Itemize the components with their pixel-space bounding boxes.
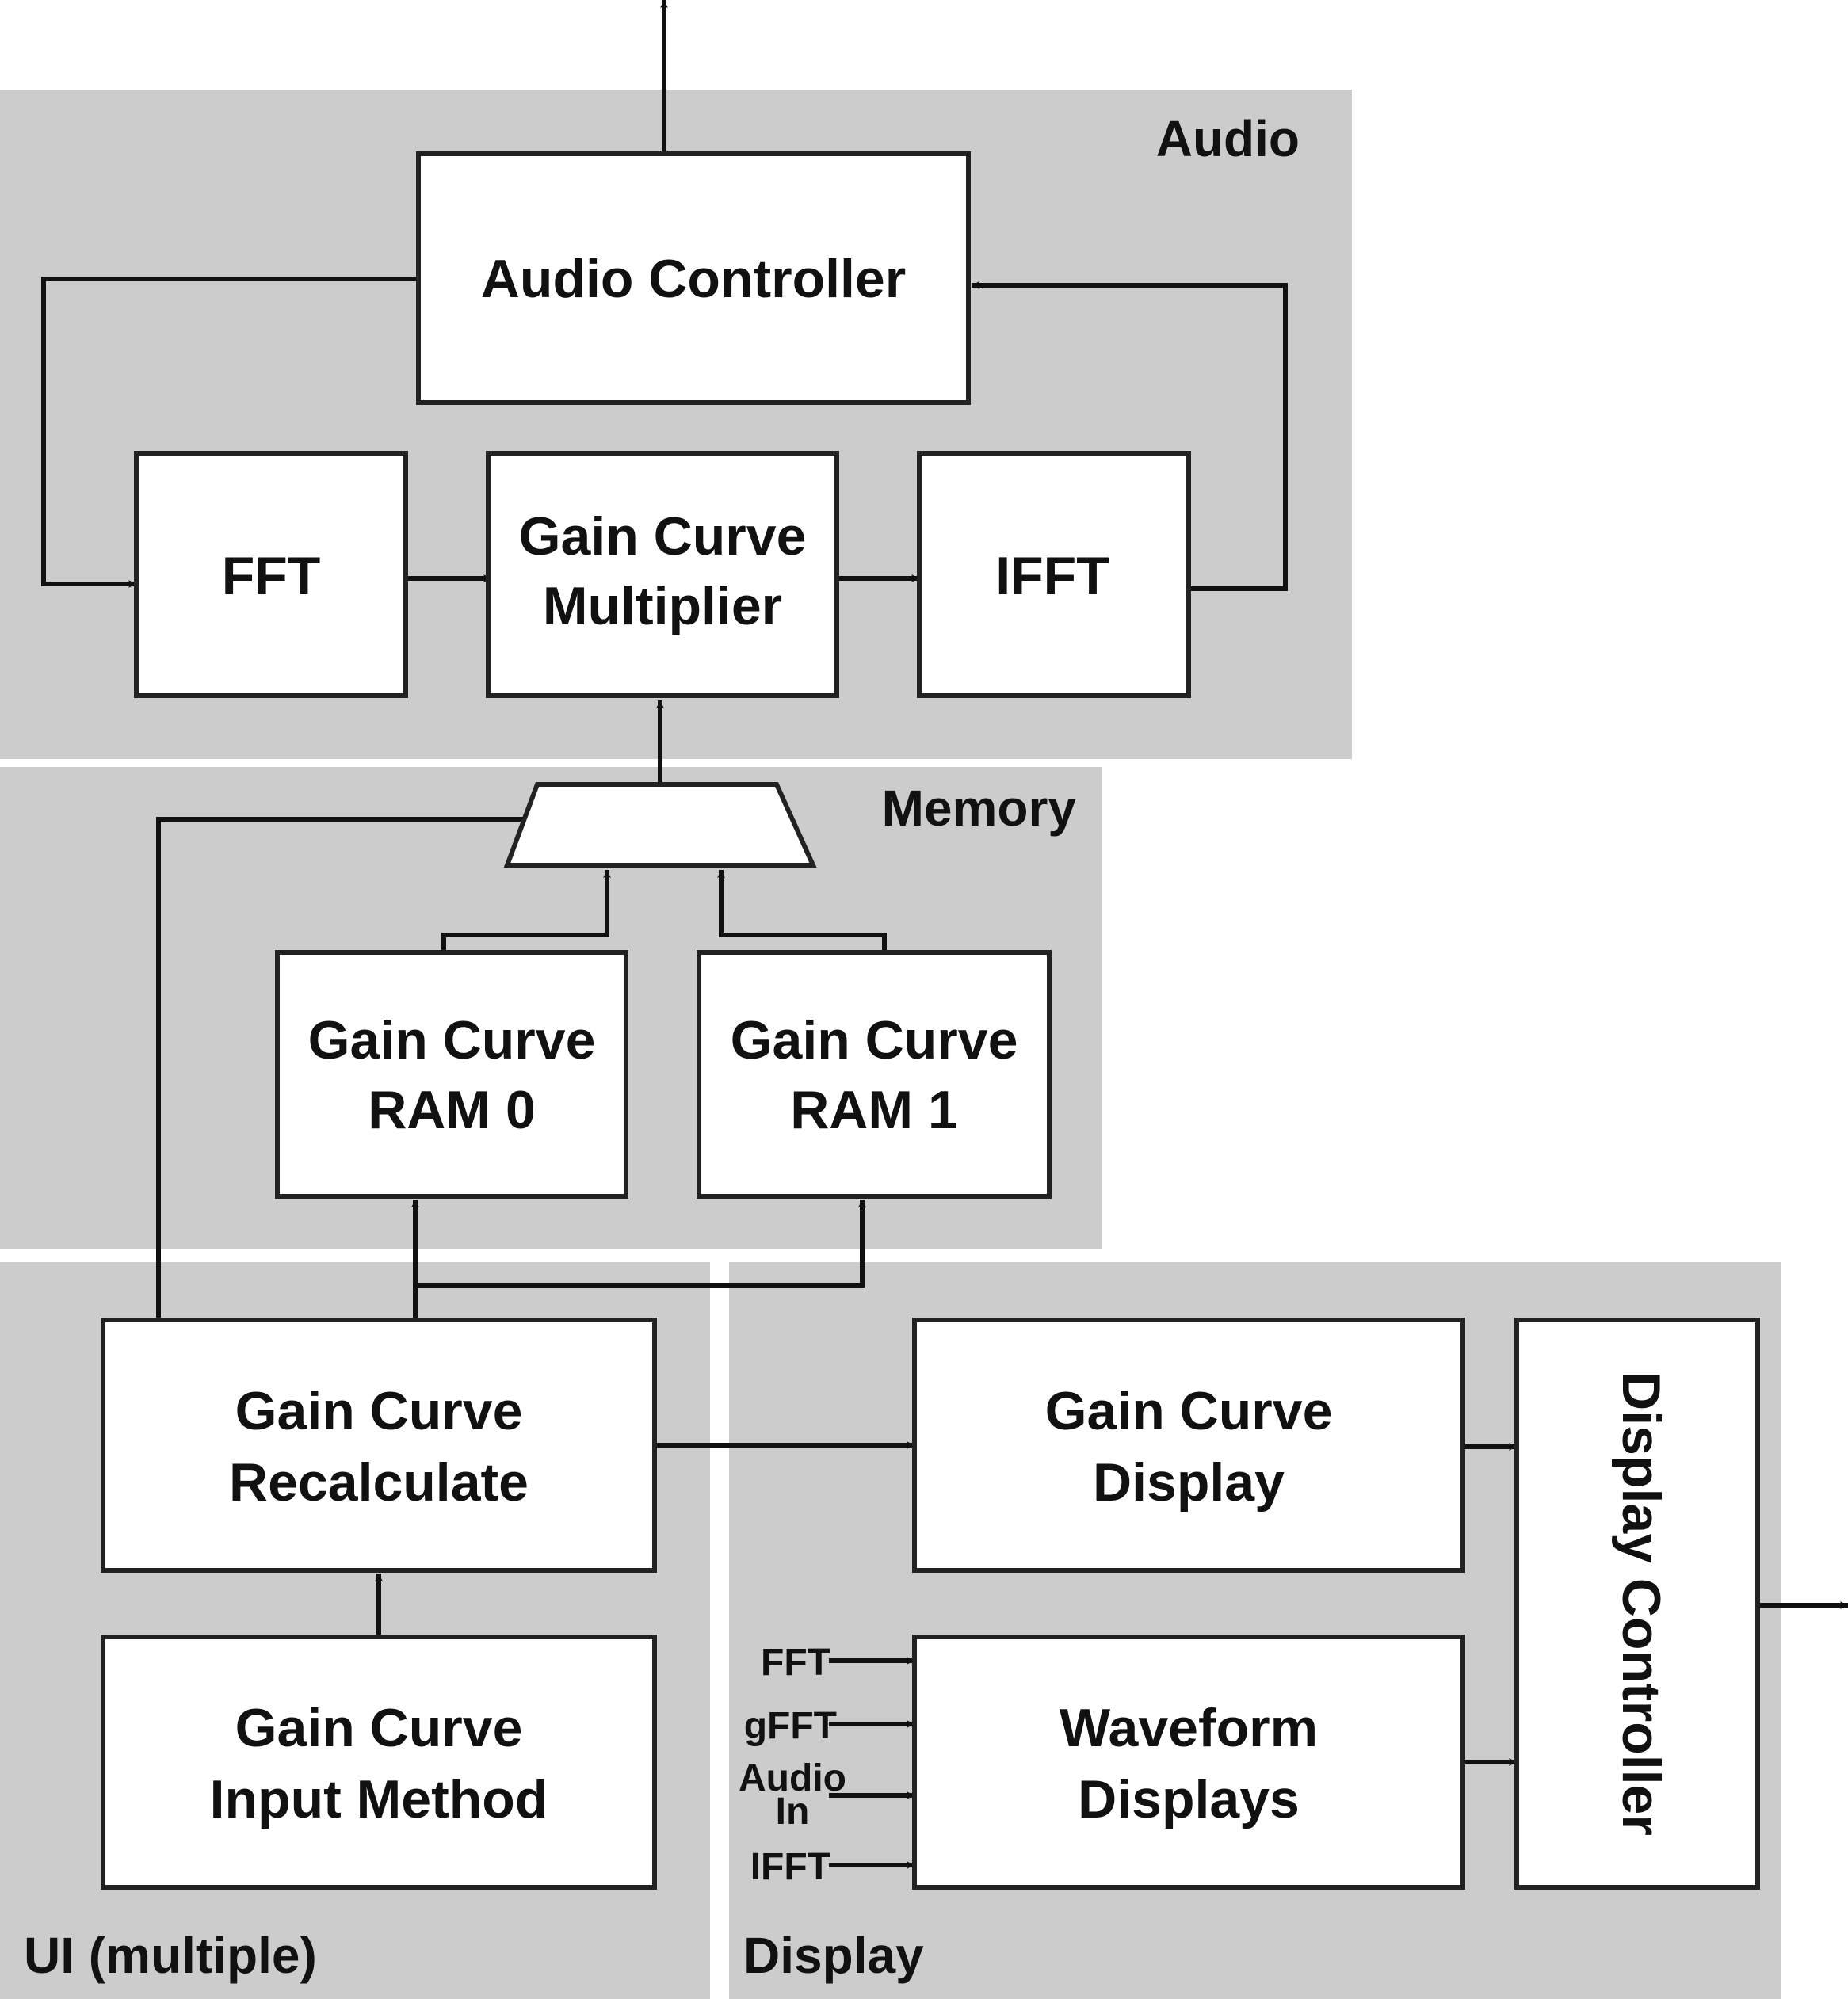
display-controller-block xyxy=(1514,1318,1760,1890)
gain-curve-recalculate-block xyxy=(101,1318,657,1573)
connections xyxy=(41,0,1848,1869)
waveform-displays-label-2: Displays xyxy=(1078,1769,1300,1829)
gain-curve-recalculate-label-2: Recalculate xyxy=(229,1452,529,1513)
wire-recalc-to-mux xyxy=(156,815,533,1320)
wire-ifft-to-controller xyxy=(972,281,1288,591)
wire-recalc-to-ram1 xyxy=(415,1200,866,1288)
gain-curve-mux xyxy=(503,782,817,868)
display-controller-label: Display Controller xyxy=(1611,1371,1671,1836)
gain-curve-display-block xyxy=(912,1318,1465,1573)
fft-block xyxy=(134,451,408,698)
gain-curve-ram1-label-2: RAM 1 xyxy=(790,1080,958,1140)
audio-controller-label: Audio Controller xyxy=(481,249,906,309)
gain-curve-multiplier-block xyxy=(486,451,839,698)
wire-ram1-to-mux xyxy=(717,870,887,952)
gain-curve-input-method-label-2: Input Method xyxy=(210,1769,548,1829)
waveform-displays-label-1: Waveform xyxy=(1060,1698,1318,1758)
gain-curve-multiplier-label-1: Gain Curve xyxy=(519,506,807,567)
audio-controller-block xyxy=(416,151,971,405)
gain-curve-recalculate-label-1: Gain Curve xyxy=(235,1381,523,1441)
memory-region-label: Memory xyxy=(882,780,1077,837)
gain-curve-display-label-1: Gain Curve xyxy=(1045,1381,1333,1441)
wire-ram0-to-mux xyxy=(441,870,611,952)
gain-curve-ram1-label-1: Gain Curve xyxy=(731,1010,1018,1070)
waveform-input-audio-label-2: In xyxy=(776,1791,810,1833)
fft-label: FFT xyxy=(222,546,321,606)
waveform-input-fft-label: FFT xyxy=(761,1642,830,1684)
gain-curve-input-method-label-1: Gain Curve xyxy=(235,1698,523,1758)
gain-curve-multiplier-label-2: Multiplier xyxy=(543,576,782,636)
waveform-input-audio-label-1: Audio xyxy=(739,1757,846,1799)
ui-region-label: UI (multiple) xyxy=(24,1927,317,1984)
display-region-label: Display xyxy=(743,1927,924,1984)
gain-curve-input-method-block xyxy=(101,1635,657,1890)
ifft-label: IFFT xyxy=(995,546,1109,606)
waveform-input-ifft-label: IFFT xyxy=(750,1846,830,1888)
gain-curve-display-label-2: Display xyxy=(1093,1452,1285,1513)
gain-curve-ram0-label-1: Gain Curve xyxy=(308,1010,596,1070)
gain-curve-ram0-block xyxy=(275,950,628,1199)
waveform-displays-block xyxy=(912,1635,1465,1890)
gain-curve-ram0-label-2: RAM 0 xyxy=(368,1080,536,1140)
audio-region-label: Audio xyxy=(1156,110,1300,167)
ifft-block xyxy=(917,451,1191,698)
gain-curve-ram1-block xyxy=(697,950,1052,1199)
wire-controller-to-fft xyxy=(41,277,418,588)
waveform-input-gfft-label: gFFT xyxy=(744,1705,837,1747)
